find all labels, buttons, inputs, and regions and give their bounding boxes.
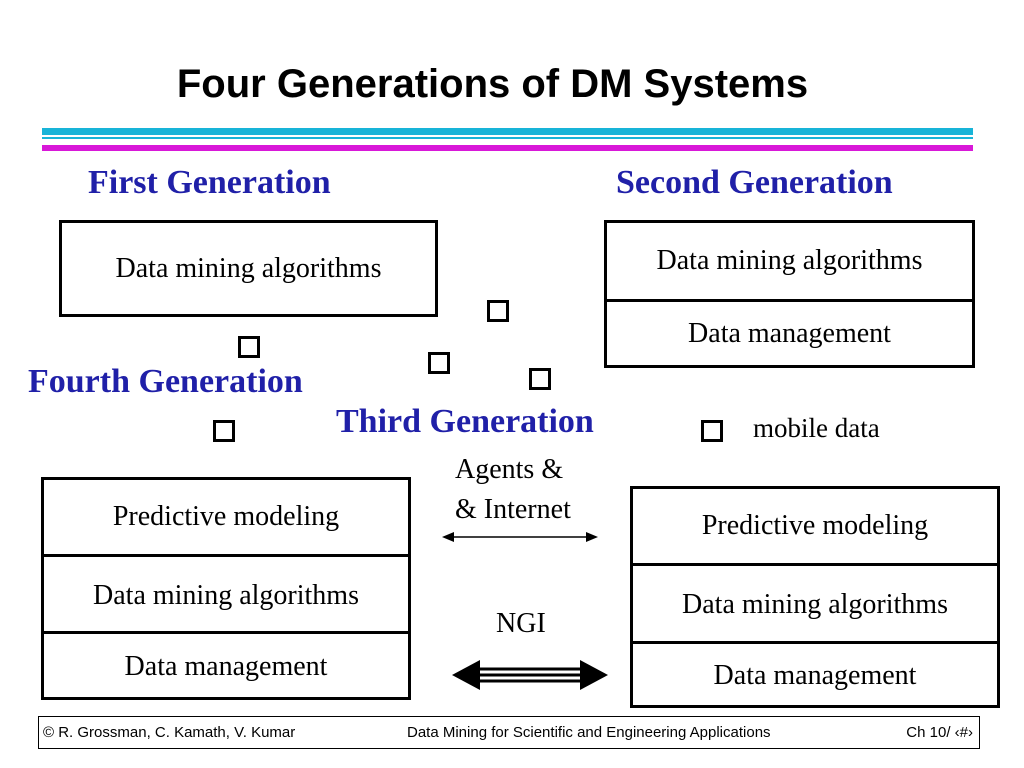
thick-double-arrow xyxy=(452,660,608,690)
third-layer-predictive: Predictive modeling xyxy=(112,501,340,532)
fourth-layer-algorithms: Data mining algorithms xyxy=(633,563,997,644)
fourth-layer-predictive: Predictive modeling xyxy=(701,510,929,541)
ngi-label: NGI xyxy=(496,608,546,639)
agents-label-line1: Agents & xyxy=(455,454,564,485)
bullet-square xyxy=(487,300,509,322)
bullet-square xyxy=(428,352,450,374)
first-layer-algorithms: Data mining algorithms xyxy=(115,252,382,284)
second-generation-box: Data mining algorithms Data management xyxy=(604,220,975,368)
footer-authors: © R. Grossman, C. Kamath, V. Kumar xyxy=(43,724,296,741)
third-generation-box: Predictive modeling Data mining algorith… xyxy=(41,477,411,700)
third-layer-algorithms: Data mining algorithms xyxy=(44,554,408,634)
slide-footer: © R. Grossman, C. Kamath, V. Kumar Data … xyxy=(38,716,980,749)
bullet-square xyxy=(213,420,235,442)
bullet-square xyxy=(701,420,723,442)
second-generation-label: Second Generation xyxy=(616,164,893,201)
title-rule-magenta xyxy=(42,145,973,151)
footer-course: Data Mining for Scientific and Engineeri… xyxy=(407,724,771,741)
first-generation-box: Data mining algorithms xyxy=(59,220,438,317)
fourth-generation-label: Fourth Generation xyxy=(28,363,303,400)
fourth-generation-box: Predictive modeling Data mining algorith… xyxy=(630,486,1000,708)
fourth-layer-management: Data management xyxy=(633,641,997,708)
title-rule-cyan-thin xyxy=(42,137,973,139)
mobile-data-label: mobile data xyxy=(753,413,880,443)
agents-label-line2: & Internet xyxy=(455,494,571,525)
thin-double-arrow xyxy=(442,532,598,542)
second-layer-management: Data management xyxy=(607,299,972,365)
footer-page-number: Ch 10/ ‹#› xyxy=(906,724,973,741)
second-layer-algorithms: Data mining algorithms xyxy=(656,245,923,276)
third-layer-management: Data management xyxy=(44,631,408,700)
title-rule-cyan xyxy=(42,128,973,135)
slide-title: Four Generations of DM Systems xyxy=(176,62,809,106)
bullet-square xyxy=(529,368,551,390)
bullet-square xyxy=(238,336,260,358)
first-generation-label: First Generation xyxy=(88,164,331,201)
third-generation-label: Third Generation xyxy=(336,403,594,440)
